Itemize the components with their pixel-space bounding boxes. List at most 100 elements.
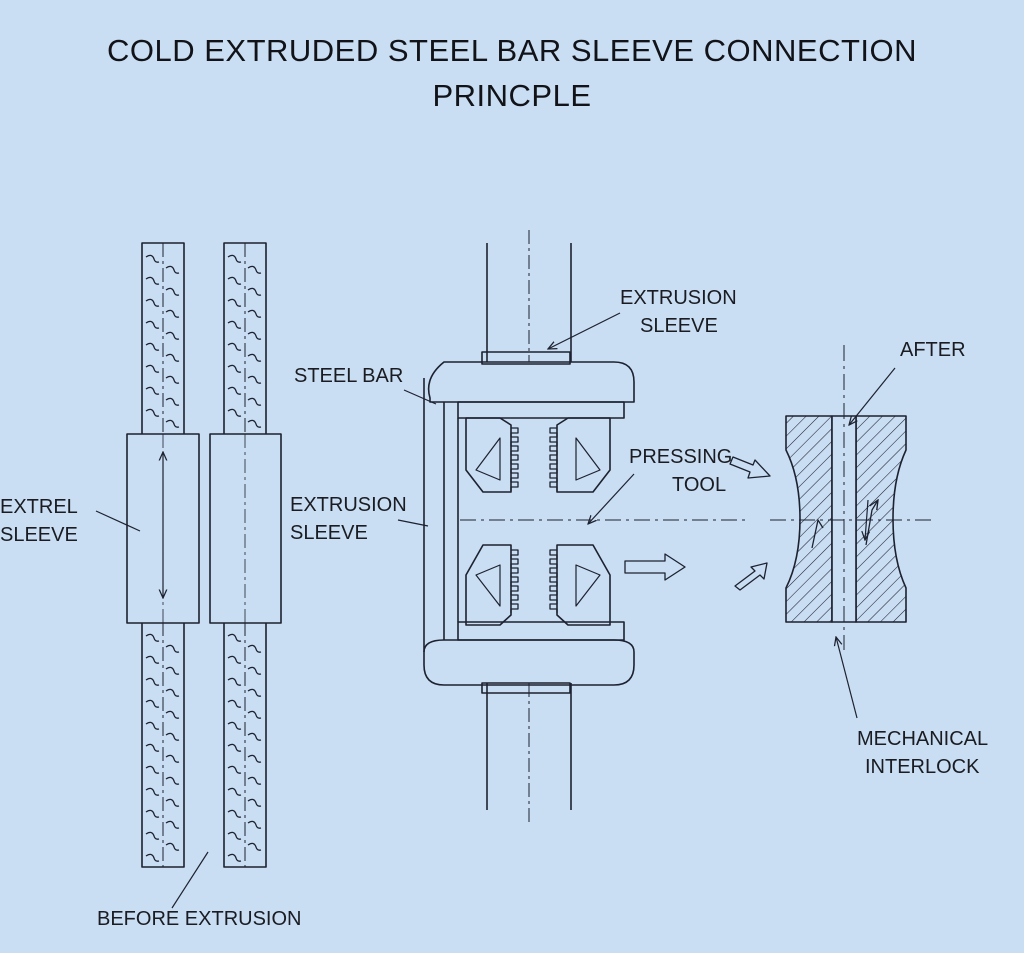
die-tooth-row — [549, 427, 558, 491]
rib-mark — [165, 798, 180, 807]
rib-mark — [247, 265, 262, 274]
rib-mark — [247, 776, 262, 785]
label-mechanical-interlock-2: INTERLOCK — [865, 756, 980, 778]
rib-mark — [247, 710, 262, 719]
rib-mark — [145, 364, 160, 373]
rib-mark — [247, 798, 262, 807]
label-extrel-sleeve-1: EXTREL — [0, 496, 78, 518]
rib-mark — [227, 254, 242, 263]
rib-mark — [227, 276, 242, 285]
rib-mark — [165, 375, 180, 384]
die-tooth-row — [549, 549, 558, 613]
label-extrusion-sleeve-top-1: EXTRUSION — [620, 287, 737, 309]
mechanical-interlock-leader — [836, 637, 858, 719]
after-leader — [849, 367, 896, 425]
steel-bar-bottom — [481, 682, 572, 822]
rib-mark — [145, 254, 160, 263]
label-extrusion-sleeve-left-1: EXTRUSION — [290, 494, 407, 516]
rib-mark — [165, 331, 180, 340]
rib-mark — [145, 276, 160, 285]
pressing-die-lower — [465, 544, 611, 626]
label-extrel-sleeve-2: SLEEVE — [0, 524, 78, 546]
rib-mark — [227, 320, 242, 329]
rib-mark — [247, 331, 262, 340]
rib-mark — [247, 419, 262, 428]
die-teeth — [510, 427, 558, 613]
rib-mark — [247, 353, 262, 362]
rib-mark — [145, 408, 160, 417]
rib-mark — [165, 842, 180, 851]
rib-mark — [165, 353, 180, 362]
label-extrusion-sleeve-left-2: SLEEVE — [290, 522, 368, 544]
diagram-title-line-1: COLD EXTRUDED STEEL BAR SLEEVE CONNECTIO… — [106, 33, 918, 68]
extrusion-sleeve-top-leader — [548, 312, 621, 349]
rib-mark — [145, 743, 160, 752]
rib-mark — [227, 655, 242, 664]
press-frame — [423, 361, 635, 686]
label-steel-bar: STEEL BAR — [294, 365, 404, 387]
rib-mark — [227, 364, 242, 373]
steel-bar-leader — [403, 389, 437, 405]
rib-mark — [145, 809, 160, 818]
rib-mark — [227, 787, 242, 796]
rib-mark — [247, 287, 262, 296]
rib-mark — [165, 287, 180, 296]
rib-mark — [165, 397, 180, 406]
die-tooth-row — [510, 549, 519, 613]
rib-mark — [145, 320, 160, 329]
rib-mark — [227, 342, 242, 351]
label-mechanical-interlock-1: MECHANICAL — [857, 728, 989, 750]
rib-mark — [247, 820, 262, 829]
rib-mark — [145, 386, 160, 395]
rib-mark — [165, 265, 180, 274]
rib-mark — [227, 831, 242, 840]
rib-mark — [165, 688, 180, 697]
pressing-die-upper — [465, 417, 611, 493]
rib-mark — [247, 666, 262, 675]
rib-mark — [247, 397, 262, 406]
label-before-extrusion: BEFORE EXTRUSION — [97, 908, 302, 930]
rib-mark — [165, 820, 180, 829]
rib-mark — [227, 743, 242, 752]
rib-mark — [247, 644, 262, 653]
steel-bar-top — [481, 230, 572, 365]
extrel-sleeve-leader — [95, 510, 141, 532]
rib-mark — [247, 309, 262, 318]
rib-mark — [247, 732, 262, 741]
after-half-right — [855, 415, 907, 623]
rib-mark — [145, 721, 160, 730]
rib-mark — [145, 765, 160, 774]
rib-mark — [227, 408, 242, 417]
rib-mark — [227, 809, 242, 818]
rib-mark — [165, 309, 180, 318]
extrusion-sleeve-leader — [397, 519, 429, 527]
rib-mark — [145, 831, 160, 840]
pressing-tool-leader — [588, 473, 635, 524]
rib-mark — [247, 754, 262, 763]
rib-mark — [165, 644, 180, 653]
rib-mark — [145, 298, 160, 307]
rib-mark — [145, 342, 160, 351]
label-extrusion-sleeve-top-2: SLEEVE — [640, 315, 718, 337]
bar-ribs — [145, 254, 262, 862]
after-half-left — [785, 415, 833, 623]
rib-mark — [227, 298, 242, 307]
rib-mark — [227, 765, 242, 774]
rib-mark — [227, 633, 242, 642]
rib-mark — [247, 842, 262, 851]
rib-mark — [145, 677, 160, 686]
rib-mark — [165, 754, 180, 763]
rib-mark — [227, 853, 242, 862]
rib-mark — [227, 677, 242, 686]
rib-mark — [247, 688, 262, 697]
rib-mark — [145, 699, 160, 708]
extrusion-sleeve-shape — [209, 433, 282, 624]
motion-arrow-right — [624, 553, 686, 581]
rib-mark — [165, 732, 180, 741]
interlock-arrow-left — [811, 519, 824, 549]
rib-mark — [165, 776, 180, 785]
rib-mark — [165, 666, 180, 675]
label-after: AFTER — [900, 339, 966, 361]
